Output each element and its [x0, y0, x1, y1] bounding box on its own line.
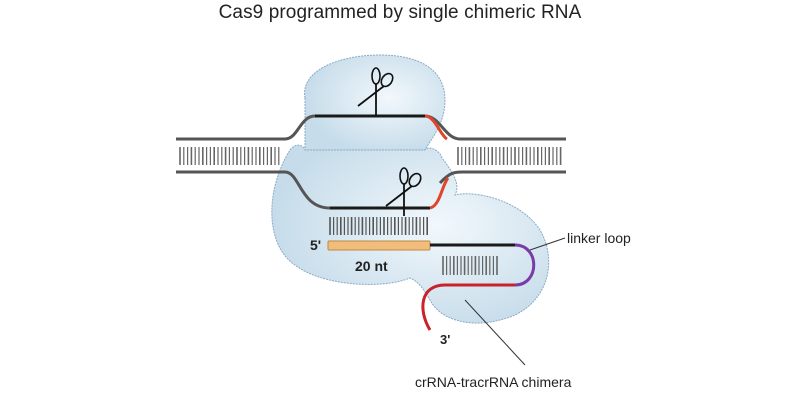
guide-target-base-pairs: [329, 217, 429, 235]
pam-bottom: [429, 177, 450, 210]
three-prime-label: 3': [440, 332, 450, 347]
dna-right-base-pairs: [457, 147, 562, 165]
dna-left-duplex: [176, 114, 350, 210]
dna-right-bottom-strand: [438, 170, 566, 185]
tracrrna: [421, 283, 515, 331]
scissors-icon: [385, 167, 422, 216]
repeat-antirepeat-base-pairs: [442, 256, 498, 275]
cas9-protein: [271, 54, 550, 324]
chimera-leader-line: [464, 299, 526, 366]
guide-length-label: 20 nt: [355, 258, 388, 274]
guide-20nt-segment: [327, 240, 431, 251]
cas9-upper-lobe: [304, 54, 446, 151]
pam-top: [424, 114, 448, 141]
diagram-title: Cas9 programmed by single chimeric RNA: [218, 2, 582, 23]
dna-right-top-strand: [424, 114, 566, 141]
dna-left-base-pairs: [179, 147, 280, 165]
chimera-label: crRNA-tracrRNA chimera: [415, 374, 572, 390]
dna-right-duplex: [424, 114, 566, 185]
scissors-icon: [357, 67, 394, 116]
dna-left-bottom-strand: [176, 170, 331, 210]
dna-left-top-strand: [176, 114, 350, 141]
linker-leader-line: [529, 237, 566, 251]
linker-loop-rna: [514, 243, 536, 287]
linker-loop-label: linker loop: [567, 230, 631, 246]
cas9-main-lobe: [271, 144, 550, 324]
five-prime-label: 5': [310, 237, 321, 253]
